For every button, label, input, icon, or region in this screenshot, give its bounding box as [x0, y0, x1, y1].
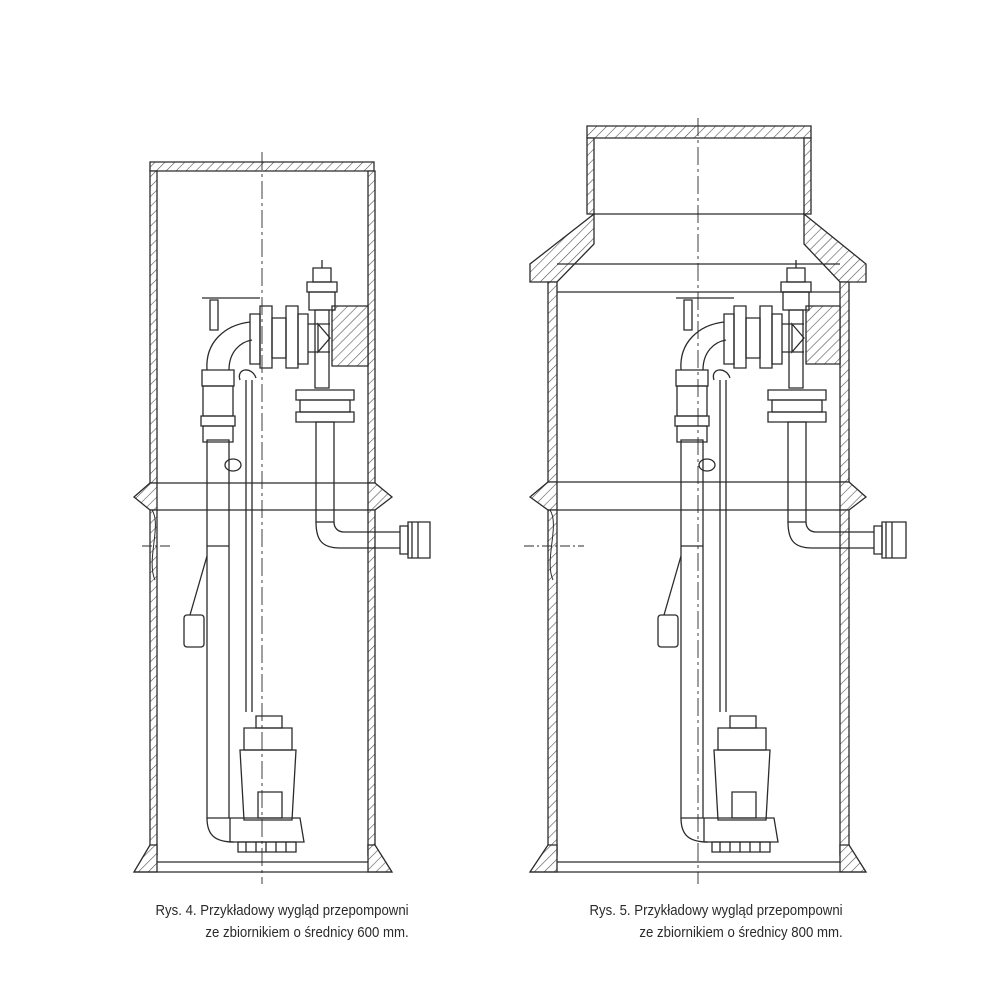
tank-base: [134, 845, 392, 872]
tank-top-flange: [587, 126, 811, 138]
submersible-pump: [681, 716, 778, 852]
tank-lower-walls: [548, 510, 849, 855]
outlet-coupling: [400, 522, 430, 558]
pipe-flange: [768, 390, 874, 548]
lifting-chain: [239, 370, 256, 712]
caption-line-1: Rys. 4. Przykładowy wygląd przepompowni: [155, 902, 409, 919]
figure-rys5: [524, 118, 906, 884]
caption-line-1: Rys. 5. Przykładowy wygląd przepompowni: [589, 902, 843, 919]
outlet-coupling: [874, 522, 906, 558]
wall-bracket: [332, 306, 368, 366]
float-switch: [658, 546, 703, 647]
caption-line-2: ze zbiornikiem o średnicy 800 mm.: [639, 924, 843, 941]
figure-rys4: [134, 152, 430, 884]
tank-mid-coupling: [134, 483, 392, 510]
tank-lower-walls: [150, 510, 375, 855]
float-switch: [184, 546, 229, 647]
figure-caption-rys4: Rys. 4. Przykładowy wygląd przepompowni …: [156, 900, 409, 944]
figure-caption-rys5: Rys. 5. Przykładowy wygląd przepompowni …: [590, 900, 843, 944]
tank-reducer: [530, 214, 866, 292]
riser-pipe: [201, 322, 252, 818]
pipe-flange: [296, 390, 400, 548]
lifting-chain: [713, 370, 730, 712]
riser-pipe: [675, 322, 726, 818]
valve-assembly: [250, 306, 330, 368]
gate-valve: [781, 260, 811, 388]
pipe-bracket: [676, 298, 734, 330]
tank-upper-walls: [548, 282, 849, 482]
valve-assembly: [724, 306, 804, 368]
tank-mid-coupling: [530, 482, 866, 510]
gate-valve: [307, 260, 337, 388]
tank-neck-walls: [587, 138, 811, 214]
wall-bracket: [806, 306, 840, 364]
pipe-bracket: [202, 298, 260, 330]
submersible-pump: [207, 716, 304, 852]
caption-line-2: ze zbiornikiem o średnicy 600 mm.: [205, 924, 409, 941]
